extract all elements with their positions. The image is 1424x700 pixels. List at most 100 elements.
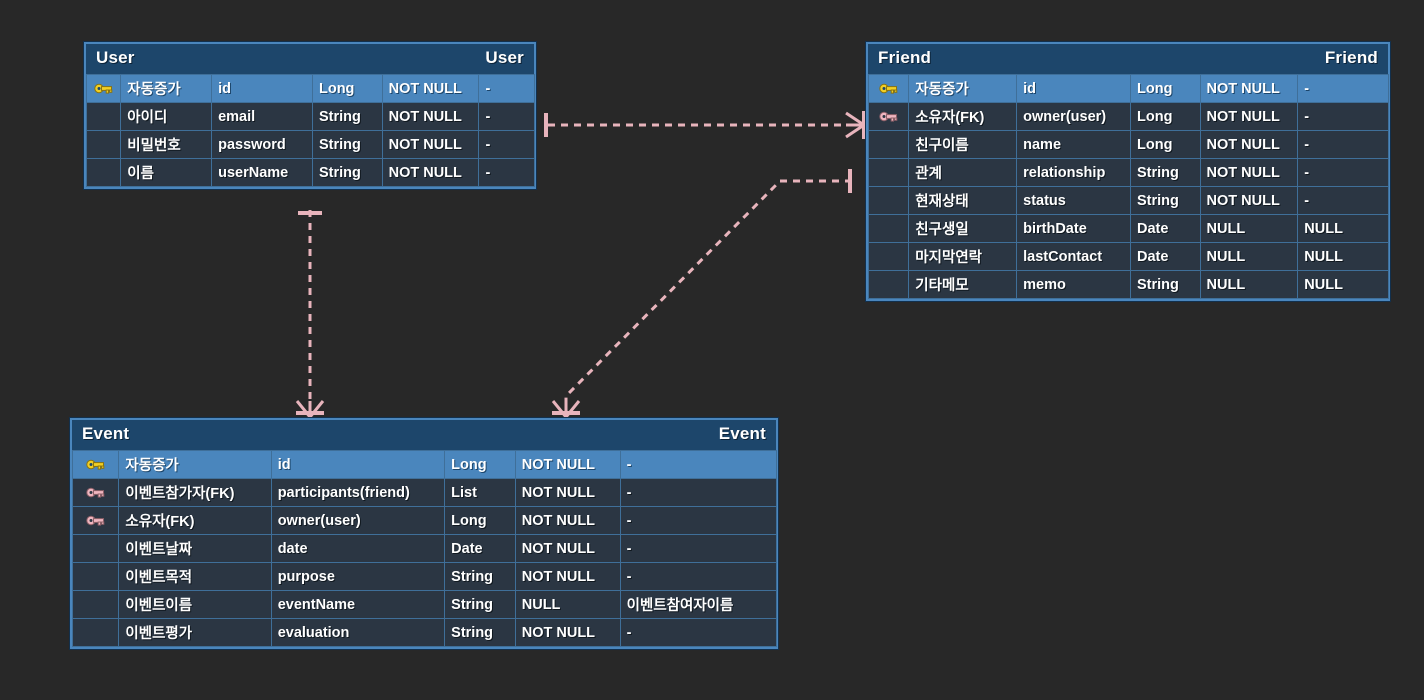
- column-key-cell: [71, 562, 120, 591]
- column-data-type: String: [1130, 186, 1201, 215]
- column-key-cell: [71, 590, 120, 619]
- column-data-type: Long: [1130, 74, 1201, 103]
- foreign-key-icon: [86, 486, 105, 499]
- column-key-cell: [867, 130, 910, 159]
- entity-title-left: Event: [82, 424, 130, 443]
- entity-title-right: User: [485, 48, 524, 67]
- column-physical-name: name: [1016, 130, 1131, 159]
- foreign-key-icon: [879, 110, 898, 123]
- column-key-cell: [85, 102, 122, 131]
- column-default-value: NULL: [1297, 214, 1389, 243]
- column-logical-name: 소유자(FK): [118, 506, 272, 535]
- column-default-value: -: [619, 506, 778, 535]
- column-physical-name: memo: [1016, 270, 1131, 299]
- column-logical-name: 자동증가: [118, 450, 272, 479]
- column-default-value: -: [1297, 186, 1389, 215]
- column-data-type: Date: [1130, 242, 1201, 271]
- column-key-cell: [71, 618, 120, 647]
- column-nullability: NOT NULL: [381, 158, 480, 187]
- column-data-type: String: [444, 618, 516, 647]
- column-key-cell: [867, 158, 910, 187]
- primary-key-icon: [94, 82, 113, 95]
- column-nullability: NOT NULL: [381, 130, 480, 159]
- column-physical-name: birthDate: [1016, 214, 1131, 243]
- column-default-value: -: [619, 562, 778, 591]
- column-logical-name: 현재상태: [908, 186, 1018, 215]
- column-default-value: -: [619, 534, 778, 563]
- column-logical-name: 소유자(FK): [908, 102, 1018, 131]
- column-physical-name: lastContact: [1016, 242, 1131, 271]
- column-data-type: List: [444, 478, 516, 507]
- column-nullability: NOT NULL: [1199, 102, 1299, 131]
- column-physical-name: password: [211, 130, 313, 159]
- entity-title-left: Friend: [878, 48, 932, 67]
- column-default-value: -: [1297, 102, 1389, 131]
- column-key-cell: [71, 506, 120, 535]
- column-nullability: NOT NULL: [514, 506, 621, 535]
- column-default-value: -: [478, 74, 535, 103]
- column-data-type: Long: [444, 506, 516, 535]
- column-physical-name: email: [211, 102, 313, 131]
- column-physical-name: id: [270, 450, 446, 479]
- column-data-type: String: [1130, 270, 1201, 299]
- column-key-cell: [867, 74, 910, 103]
- column-key-cell: [85, 158, 122, 187]
- cardinality-many-marker: [845, 111, 866, 139]
- primary-key-icon: [879, 82, 898, 95]
- column-data-type: Long: [1130, 102, 1201, 131]
- column-key-cell: [71, 450, 120, 479]
- column-logical-name: 이벤트참가자(FK): [118, 478, 272, 507]
- relationship-line: [564, 179, 852, 412]
- column-nullability: NULL: [1199, 270, 1299, 299]
- column-data-type: String: [1130, 158, 1201, 187]
- column-default-value: NULL: [1297, 242, 1389, 271]
- column-logical-name: 비밀번호: [120, 130, 213, 159]
- column-physical-name: eventName: [270, 590, 446, 619]
- column-physical-name: id: [211, 74, 313, 103]
- column-data-type: String: [444, 562, 516, 591]
- relationship-user-to-event: [295, 210, 325, 418]
- column-logical-name: 이벤트날짜: [118, 534, 272, 563]
- foreign-key-icon: [86, 514, 105, 527]
- entity-title-right: Friend: [1324, 48, 1378, 67]
- column-data-type: String: [444, 590, 516, 619]
- column-physical-name: owner(user): [1016, 102, 1131, 131]
- column-data-type: Long: [1130, 130, 1201, 159]
- column-logical-name: 친구생일: [908, 214, 1018, 243]
- column-default-value: -: [619, 450, 778, 479]
- column-key-cell: [867, 242, 910, 271]
- column-physical-name: evaluation: [270, 618, 446, 647]
- column-nullability: NOT NULL: [1199, 130, 1299, 159]
- column-logical-name: 친구이름: [908, 130, 1018, 159]
- column-default-value: -: [1297, 130, 1389, 159]
- primary-key-icon: [86, 458, 105, 471]
- column-data-type: Date: [444, 534, 516, 563]
- column-key-cell: [867, 186, 910, 215]
- column-physical-name: owner(user): [270, 506, 446, 535]
- column-default-value: -: [1297, 74, 1389, 103]
